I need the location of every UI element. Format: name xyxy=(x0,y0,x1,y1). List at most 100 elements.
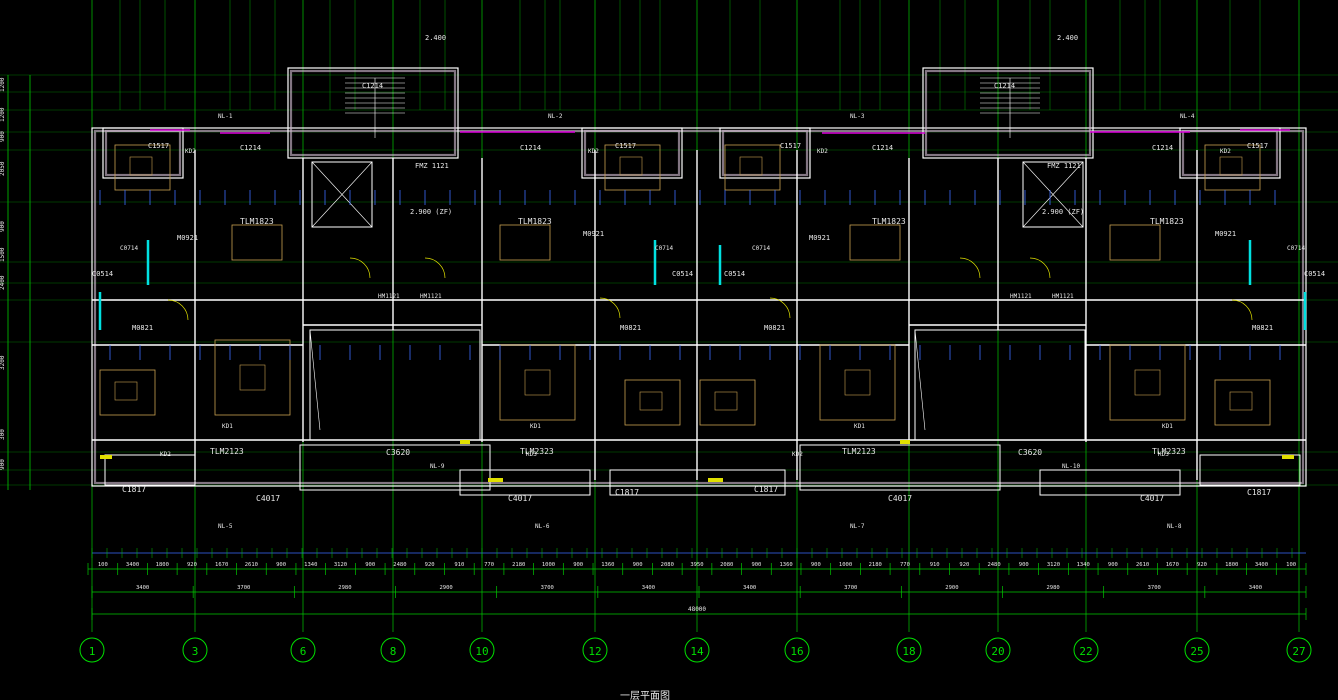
stair-level-label: 2.400 xyxy=(425,34,446,42)
dim-row-detail-text: 920 xyxy=(959,562,969,568)
downpipe-label: NL-10 xyxy=(1062,463,1080,470)
small-window-label: C0714 xyxy=(120,245,138,252)
dim-row-detail-text: 1360 xyxy=(601,562,614,568)
elevator-shaft xyxy=(311,161,373,228)
kd1-label: KD1 xyxy=(222,423,233,430)
balcony xyxy=(609,469,786,496)
bed-pillow xyxy=(739,156,763,176)
dim-row-detail-text: 2180 xyxy=(869,562,882,568)
axis-bubble-3 xyxy=(182,637,208,663)
aux-window-label: C0514 xyxy=(92,270,113,278)
dim-row-detail-text: 900 xyxy=(1019,562,1029,568)
living-door-label: TLM1823 xyxy=(240,217,274,226)
dim-row-detail-text: 900 xyxy=(811,562,821,568)
mid-door-label: M0821 xyxy=(132,324,153,332)
dining-table xyxy=(231,224,283,261)
axis-bubble-20 xyxy=(985,637,1011,663)
dim-row-detail-text: 1800 xyxy=(156,562,169,568)
living-furniture xyxy=(499,344,576,421)
bed-pillow xyxy=(619,156,643,176)
kd1-label: KD1 xyxy=(1162,423,1173,430)
living-furniture xyxy=(214,339,291,416)
axis-label-18: 18 xyxy=(902,645,915,658)
dim-row-axis-text: 2980 xyxy=(1046,585,1059,591)
kd1-label: KD1 xyxy=(530,423,541,430)
dim-row-detail-text: 100 xyxy=(98,562,108,568)
window-marker xyxy=(1282,455,1294,459)
dim-row-detail-text: 1000 xyxy=(839,562,852,568)
bed-pillow xyxy=(1219,156,1243,176)
dim-row-detail-text: 1340 xyxy=(304,562,317,568)
axis-label-8: 8 xyxy=(390,645,397,658)
mid-door-label: M0821 xyxy=(1252,324,1273,332)
axis-bubble-12 xyxy=(582,637,608,663)
downpipe-label: NL-5 xyxy=(218,523,233,530)
south-window-label: C1817 xyxy=(615,488,639,497)
bath-door-label: M0921 xyxy=(809,234,830,242)
dim-row-detail-text: 920 xyxy=(425,562,435,568)
axis-bubble-10 xyxy=(469,637,495,663)
bed-pillow xyxy=(714,391,738,411)
door-swing xyxy=(424,257,446,279)
aux-window-label: C0514 xyxy=(672,270,693,278)
wall-fill xyxy=(924,69,1092,157)
elevator-shaft xyxy=(1022,161,1084,228)
bed xyxy=(1204,144,1261,191)
dim-row-axis-text: 3700 xyxy=(541,585,554,591)
elevator-cross xyxy=(1022,161,1084,228)
side-dimension-text: 2050 xyxy=(0,161,6,176)
dim-row-detail-text: 1800 xyxy=(1225,562,1238,568)
bed xyxy=(624,379,681,426)
downpipe-label: NL-2 xyxy=(548,113,563,120)
axis-bubble-18 xyxy=(896,637,922,663)
wall-fill xyxy=(93,129,1305,485)
dim-row-detail-text: 2180 xyxy=(512,562,525,568)
balcony xyxy=(459,469,591,496)
bed-pillow xyxy=(639,391,663,411)
dining-table xyxy=(849,224,901,261)
dim-row-axis-text: 3700 xyxy=(844,585,857,591)
open-room xyxy=(914,329,1086,441)
stair-window-label: C1214 xyxy=(994,82,1015,90)
dim-row-detail-text: 900 xyxy=(751,562,761,568)
downpipe-label: NL-8 xyxy=(1167,523,1182,530)
axis-label-6: 6 xyxy=(300,645,307,658)
axis-label-1: 1 xyxy=(89,645,96,658)
dim-row-detail-text: 900 xyxy=(276,562,286,568)
dim-row-axis-text: 3700 xyxy=(1148,585,1161,591)
bed xyxy=(699,379,756,426)
dim-row-axis-text: 3700 xyxy=(237,585,250,591)
side-dimension-text: 1500 xyxy=(0,247,6,262)
dim-row-axis-text: 2980 xyxy=(338,585,351,591)
coffee-table xyxy=(239,364,266,391)
axis-label-27: 27 xyxy=(1292,645,1305,658)
bay-window-label: C4017 xyxy=(256,494,280,503)
axis-label-22: 22 xyxy=(1079,645,1092,658)
dim-row-axis-text: 2900 xyxy=(439,585,452,591)
bedroom-block xyxy=(1179,127,1281,179)
dim-row-detail-text: 1670 xyxy=(215,562,228,568)
dim-row-detail-text: 2610 xyxy=(1136,562,1149,568)
dim-row-detail-text: 3400 xyxy=(126,562,139,568)
kd-label: KD2 xyxy=(588,148,599,155)
dim-row-axis-text: 3400 xyxy=(136,585,149,591)
south-window-label: C1817 xyxy=(1247,488,1271,497)
dim-total-text: 48000 xyxy=(688,606,706,613)
side-dimension-text: 2400 xyxy=(0,275,6,290)
axis-bubble-16 xyxy=(784,637,810,663)
dim-row-detail-text: 2480 xyxy=(393,562,406,568)
window-label: C1214 xyxy=(240,144,261,152)
dining-table xyxy=(1109,224,1161,261)
dim-row-detail-text: 770 xyxy=(484,562,494,568)
dim-row-detail-text: 1670 xyxy=(1166,562,1179,568)
door-swing xyxy=(1231,299,1253,321)
side-dimension-text: 900 xyxy=(0,221,6,232)
stair-tower-left xyxy=(287,67,459,159)
bedroom-window-label: C1517 xyxy=(615,142,636,150)
fire-door-label: FMZ 1121 xyxy=(415,162,449,170)
dim-row-detail-text: 920 xyxy=(187,562,197,568)
bath-door-label: M0921 xyxy=(1215,230,1236,238)
